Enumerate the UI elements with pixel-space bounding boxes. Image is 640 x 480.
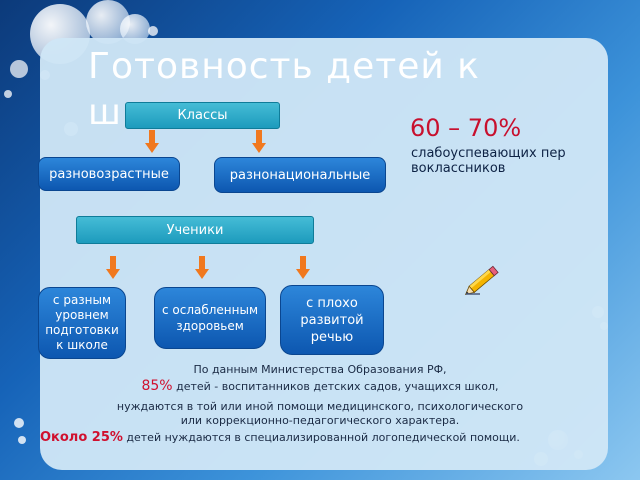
source-line: По данным Министерства Образования РФ,: [193, 363, 447, 376]
different-level-box: с разным уровнем подготовки к школе: [38, 287, 126, 359]
pencil-icon: [464, 265, 499, 296]
percent-caption: слабоуспевающих первоклассников: [411, 146, 566, 176]
multi-ethnic-box: разнонациональные: [214, 157, 386, 193]
decor-bubble: [4, 90, 12, 98]
multi-ethnic-label: разнонациональные: [229, 167, 371, 183]
slide-title-line-1: Готовность детей к: [88, 46, 480, 87]
stat-85-line-b: нуждаются в той или иной помощи медицинс…: [116, 400, 524, 413]
stat-85-line-c: или коррекционно-педагогического характе…: [180, 414, 460, 427]
decor-bubble: [14, 418, 24, 428]
different-level-label: с разным уровнем подготовки к школе: [45, 293, 119, 352]
poor-speech-label: с плохо развитой речью: [300, 295, 364, 345]
classes-label: Классы: [177, 108, 228, 123]
students-box: Ученики: [76, 216, 314, 244]
weak-health-box: с ослабленным здоровьем: [154, 287, 266, 349]
mixed-age-box: разновозрастные: [38, 157, 180, 191]
decor-bubble: [18, 436, 26, 444]
weak-health-label: с ослабленным здоровьем: [161, 303, 259, 333]
arrow-down-icon: [296, 256, 310, 279]
students-label: Ученики: [166, 222, 224, 238]
arrow-down-icon: [145, 130, 159, 153]
mixed-age-label: разновозрастные: [49, 166, 169, 182]
stat-25-text: детей нуждаются в специализированной лог…: [126, 431, 520, 444]
stat-25-percent: Около 25%: [40, 430, 123, 445]
stat-85-percent: 85%: [141, 378, 173, 394]
poor-speech-box: с плохо развитой речью: [280, 285, 384, 355]
stat-85-line: 85% детей - воспитанников детских садов,…: [90, 378, 550, 394]
decor-bubble: [10, 60, 28, 78]
stat-85-text-a: детей - воспитанников детских садов, уча…: [176, 380, 499, 393]
arrow-down-icon: [252, 130, 266, 153]
percent-range: 60 – 70%: [410, 114, 522, 142]
decor-bubble: [148, 26, 158, 36]
arrow-down-icon: [195, 256, 209, 279]
stat-25-line: Около 25% детей нуждаются в специализиро…: [40, 430, 608, 445]
arrow-down-icon: [106, 256, 120, 279]
classes-box: Классы: [125, 102, 280, 129]
